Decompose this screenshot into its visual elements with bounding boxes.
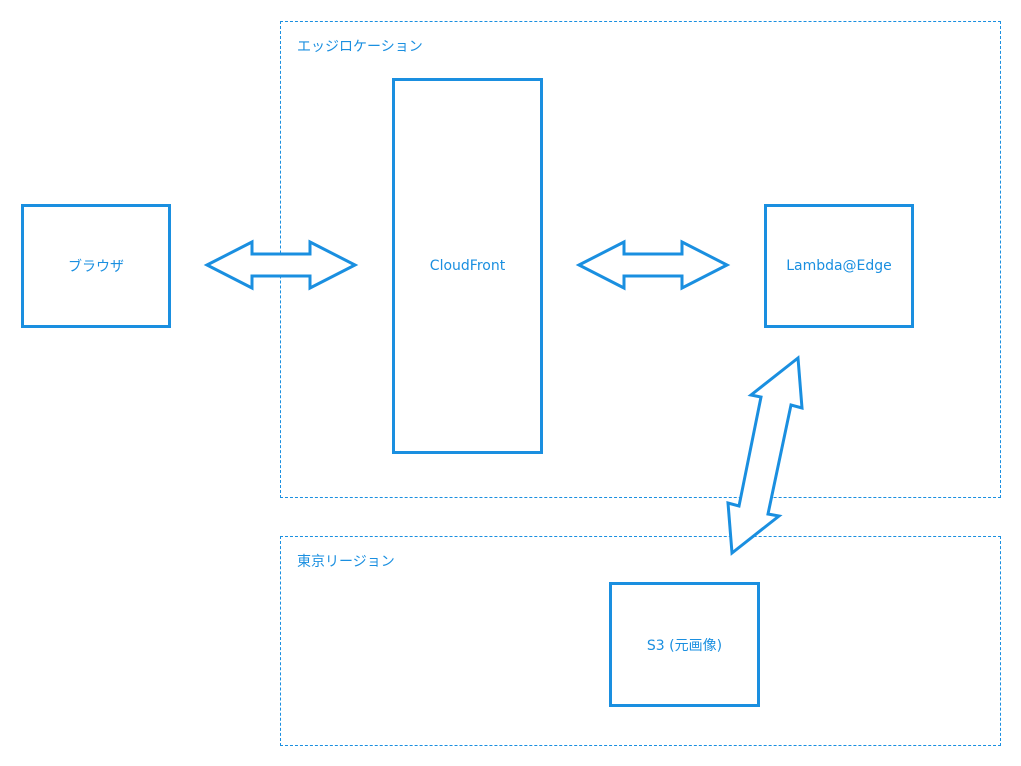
node-s3[interactable]: S3 (元画像) <box>609 582 760 707</box>
node-cloudfront[interactable]: CloudFront <box>392 78 543 454</box>
node-browser[interactable]: ブラウザ <box>21 204 171 328</box>
node-lambda-edge[interactable]: Lambda@Edge <box>764 204 914 328</box>
region-tokyo-label: 東京リージョン <box>297 554 395 570</box>
region-tokyo: 東京リージョン <box>280 536 1001 746</box>
node-cloudfront-label: CloudFront <box>429 258 506 274</box>
node-s3-label: S3 (元画像) <box>646 637 723 654</box>
node-lambda-edge-label: Lambda@Edge <box>786 258 892 274</box>
node-browser-label: ブラウザ <box>68 259 124 275</box>
region-edge-location-label: エッジロケーション <box>297 39 423 55</box>
